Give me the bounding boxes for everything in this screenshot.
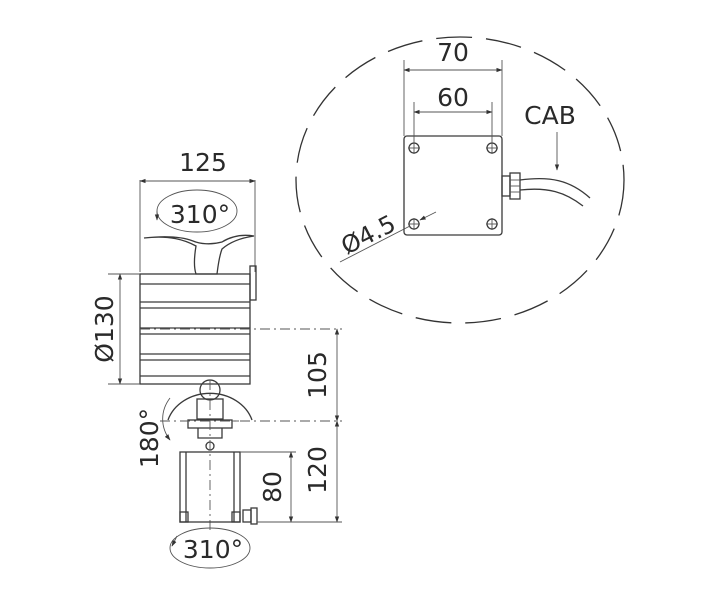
lamp-body	[139, 265, 257, 385]
detail-view: 70 60 Ø4.5 CAB	[295, 36, 625, 324]
dim-rotation-top: 310°	[170, 200, 230, 229]
cable-gland	[501, 172, 591, 207]
handle	[143, 234, 255, 275]
dim-70: 70	[437, 38, 469, 67]
base	[179, 451, 258, 525]
mounting-holes	[408, 142, 498, 230]
dim-lamp-diameter: Ø130	[90, 295, 119, 362]
cable	[519, 177, 591, 199]
dim-hole-diameter: Ø4.5	[337, 209, 401, 260]
dim-height-upper: 105	[303, 351, 332, 399]
dim-rotation-bottom: 310°	[183, 535, 243, 564]
dim-height-lower: 120	[303, 446, 332, 494]
dim-tilt-angle: 180°	[135, 408, 164, 468]
dim-125: 125	[179, 148, 227, 177]
detail-circle	[295, 36, 625, 324]
dim-60: 60	[437, 83, 469, 112]
dim-base-height: 80	[258, 471, 287, 503]
cable-label: CAB	[524, 101, 576, 130]
pivot-joint	[160, 379, 342, 530]
side-view: 125 310° Ø130	[90, 148, 342, 569]
